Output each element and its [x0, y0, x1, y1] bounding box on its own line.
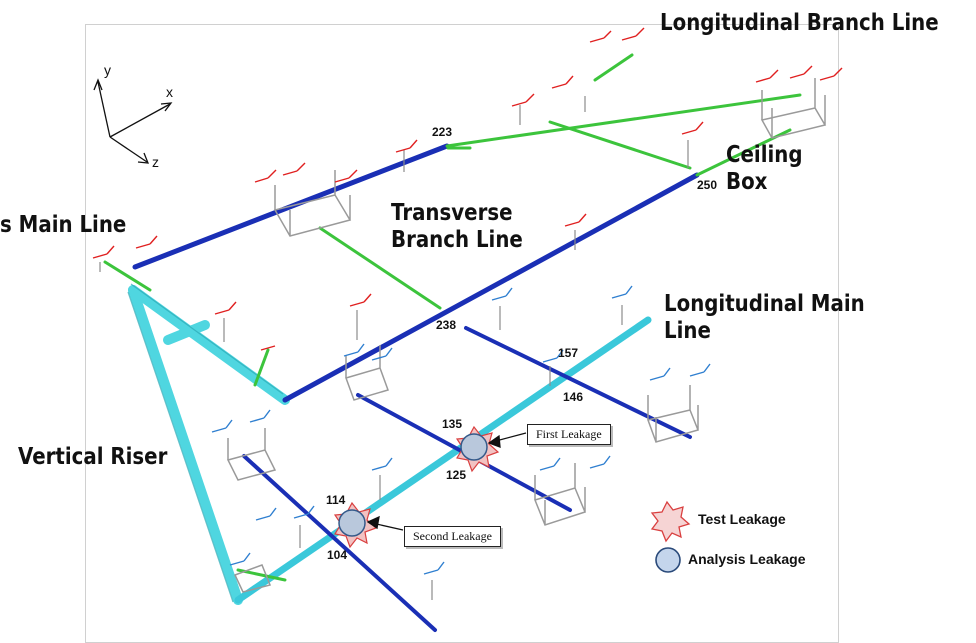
node-number-238: 238: [436, 318, 457, 332]
node-number-114: 114: [326, 493, 346, 507]
node-number-250: 250: [697, 178, 718, 192]
first-leakage-marker: [455, 425, 500, 473]
z-axis-arrowhead: [137, 152, 150, 164]
second-leakage-callout: Second Leakage: [404, 526, 501, 547]
blue-branch-lines: [242, 326, 692, 632]
second-leakage-marker: [333, 501, 378, 549]
label-vertical-riser: Vertical Riser: [18, 444, 168, 470]
z-axis-arrow: [109, 136, 148, 163]
node-number-146: 146: [563, 390, 584, 404]
axis-label-x: x: [166, 84, 173, 100]
label-ceiling-box: Ceiling Box: [726, 142, 803, 195]
callout-arrows: [366, 432, 527, 531]
second-analysis-leakage-circle-icon: [338, 509, 366, 537]
label-cross-main-line: s Main Line: [0, 212, 127, 238]
support-boxes: [226, 78, 827, 593]
red-star-icon: [650, 500, 691, 543]
blue-arrows: [211, 285, 711, 575]
first-analysis-leakage-circle-icon: [460, 433, 488, 461]
vertical-riser: [128, 285, 290, 605]
legend-test-leakage-label: Test Leakage: [698, 511, 786, 527]
x-axis-arrowhead: [160, 102, 173, 112]
y-axis-arrow: [97, 81, 111, 138]
node-number-157: 157: [558, 346, 579, 360]
axis-triad: [93, 78, 173, 164]
axis-label-y: y: [104, 62, 111, 78]
red-arrows: [92, 27, 843, 351]
x-axis-arrow: [109, 103, 171, 138]
first-leakage-callout: First Leakage: [527, 424, 611, 445]
longitudinal-main-line: [234, 316, 652, 604]
legend-analysis-leakage-label: Analysis Leakage: [688, 551, 806, 567]
label-longitudinal-branch-line: Longitudinal Branch Line: [660, 10, 939, 36]
blue-circle-icon: [655, 547, 681, 573]
cross-main-line: [132, 143, 700, 403]
label-longitudinal-main-line: Longitudinal Main Line: [664, 291, 865, 344]
hangers: [99, 96, 689, 600]
legend-icons: [650, 500, 691, 573]
y-axis-arrowhead: [93, 78, 103, 91]
node-number-125: 125: [446, 468, 467, 482]
node-number-223: 223: [432, 125, 453, 139]
node-number-104: 104: [327, 548, 348, 562]
axis-label-z: z: [152, 154, 159, 170]
node-number-135: 135: [442, 417, 463, 431]
label-transverse-branch-line: Transverse Branch Line: [391, 200, 523, 253]
